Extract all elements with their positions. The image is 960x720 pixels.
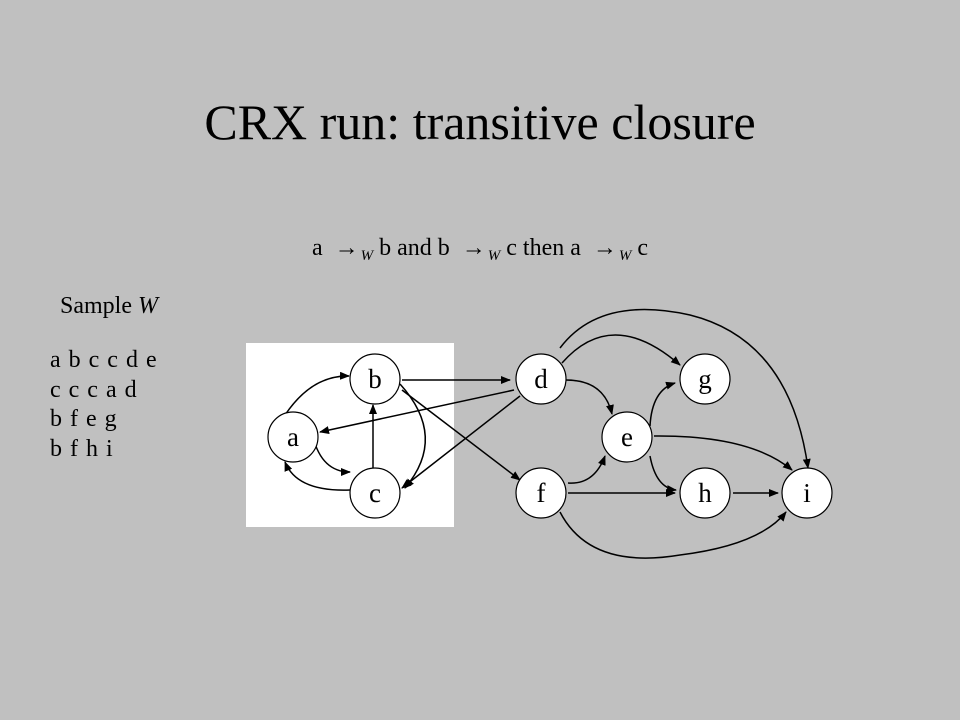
edge-f-e [567,455,606,484]
sample-list: a b c c d e c c c a d b f e g b f h i [50,346,158,464]
edge-e-i [653,435,793,471]
sample-word: c c c a d [50,376,138,403]
sample-label-text: Sample [60,293,132,319]
edge-f-i [559,511,787,559]
rule-subscript: W [360,248,374,264]
rule-subscript: W [618,248,632,264]
sample-word: b f h i [50,435,114,462]
rule-term-b: b and b [379,235,450,261]
edge-d-e [565,379,614,415]
edge-c-a [284,461,351,491]
node-h [679,467,731,519]
rule-subscript: W [487,248,501,264]
transitive-rule: a →W b and b →W c then a →W c [0,232,960,272]
node-g [679,353,731,405]
sample-label: Sample W [60,290,158,322]
node-b-label: b [368,364,382,394]
node-e [601,411,653,463]
sample-label-var: W [138,293,158,319]
node-c [349,467,401,519]
node-i [781,467,833,519]
node-c-label: c [369,478,381,508]
arrow-icon: → [592,235,617,261]
node-b [349,353,401,405]
node-e-label: e [621,422,633,452]
node-h-label: h [698,478,712,508]
node-a-label: a [287,422,299,452]
node-g-label: g [698,364,712,394]
node-d [515,353,567,405]
node-f [515,467,567,519]
arrow-icon: → [461,235,486,261]
edge-d-a [319,389,515,435]
edge-e-h [649,455,677,494]
rule-term-c: c then a [506,235,581,261]
edge-d-c [401,395,521,489]
sample-word: a b c c d e [50,347,158,373]
node-a [267,411,319,463]
edge-b-c [399,383,426,489]
node-f-label: f [537,478,546,508]
edge-d-i [559,308,811,469]
edge-b-f [401,389,521,481]
rule-term-a: a [311,235,323,261]
slide-title: CRX run: transitive closure [204,94,756,150]
arrow-icon: → [334,235,359,261]
edge-a-b [284,371,350,416]
node-i-label: i [803,478,811,508]
rule-term-c-final: c [637,235,649,261]
edge-d-g [561,334,681,366]
edge-e-g [649,381,676,427]
sample-word: b f e g [50,406,118,432]
node-d-label: d [534,364,548,394]
